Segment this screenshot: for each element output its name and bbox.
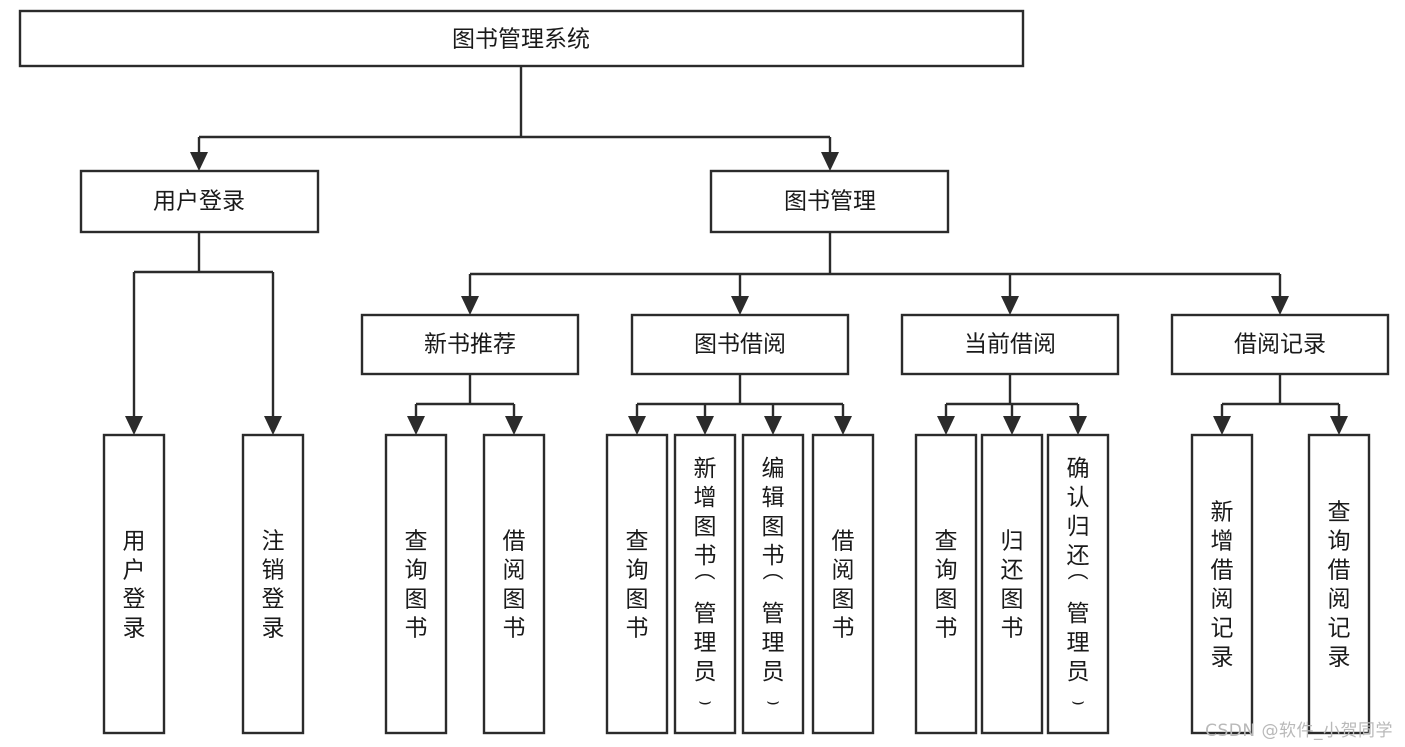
arrow-head-book-borrow <box>731 296 749 315</box>
node-leaf-rec-query-box[interactable] <box>384 433 448 735</box>
node-leaf-rec-add-label: 新增借阅记录 <box>1211 500 1234 671</box>
arrow-head-leaf-rec-search <box>1330 416 1348 435</box>
node-leaf-borrow-add-label: 新增图书⌒管理员⌣ <box>694 456 717 713</box>
node-leaf-rec-borrow-label: 借阅图书 <box>503 529 526 642</box>
node-leaf-cur-return-box[interactable] <box>980 433 1044 735</box>
node-user-login-label: 用户登录 <box>153 189 245 215</box>
node-leaf-rec-search-label: 查询借阅记录 <box>1328 500 1351 671</box>
node-leaf-user-login-label: 用户登录 <box>123 529 146 642</box>
node-book-borrow-box[interactable] <box>630 313 850 376</box>
node-leaf-borrow-edit-label: 编辑图书⌒管理员⌣ <box>762 456 785 713</box>
arrow-head-leaf-rec-add <box>1213 416 1231 435</box>
arrow-head-leaf-borrow-query <box>628 416 646 435</box>
arrow-head-leaf-user-logout <box>264 416 282 435</box>
node-book-manage-box[interactable] <box>709 169 950 234</box>
node-user-login[interactable]: 用户登录 <box>79 169 320 234</box>
node-leaf-cur-confirm-label: 确认归还⌒管理员⌣ <box>1067 456 1090 713</box>
node-user-login-box[interactable] <box>79 169 320 234</box>
arrow-head-leaf-user-login <box>125 416 143 435</box>
node-leaf-cur-query[interactable]: 查询图书 <box>914 433 978 735</box>
node-leaf-user-logout-box[interactable] <box>241 433 305 735</box>
node-leaf-borrow-add-box[interactable] <box>673 433 737 735</box>
node-leaf-rec-borrow[interactable]: 借阅图书 <box>482 433 546 735</box>
arrow-head-new-book-rec <box>461 296 479 315</box>
arrow-head-leaf-borrow-add <box>696 416 714 435</box>
arrow-head-borrow-record <box>1271 296 1289 315</box>
node-leaf-cur-query-label: 查询图书 <box>935 529 958 642</box>
node-leaf-cur-confirm[interactable]: 确认归还⌒管理员⌣ <box>1046 433 1110 735</box>
node-leaf-user-logout-label: 注销登录 <box>262 529 285 642</box>
node-leaf-rec-search-box[interactable] <box>1307 433 1371 735</box>
node-borrow-record-label: 借阅记录 <box>1234 332 1326 358</box>
node-leaf-rec-add[interactable]: 新增借阅记录 <box>1190 433 1254 735</box>
node-borrow-record[interactable]: 借阅记录 <box>1170 313 1390 376</box>
arrow-head-user-login <box>190 152 208 171</box>
node-leaf-borrow-borrow-label: 借阅图书 <box>832 529 855 642</box>
node-leaf-cur-confirm-box[interactable] <box>1046 433 1110 735</box>
node-leaf-rec-borrow-box[interactable] <box>482 433 546 735</box>
node-leaf-cur-query-box[interactable] <box>914 433 978 735</box>
arrow-head-leaf-borrow-edit <box>764 416 782 435</box>
node-leaf-borrow-borrow-box[interactable] <box>811 433 875 735</box>
arrow-head-leaf-borrow-borrow <box>834 416 852 435</box>
node-root[interactable]: 图书管理系统 <box>18 9 1025 68</box>
node-leaf-cur-return[interactable]: 归还图书 <box>980 433 1044 735</box>
arrow-head-book-manage <box>821 152 839 171</box>
arrow-head-current-borrow <box>1001 296 1019 315</box>
node-new-book-rec-box[interactable] <box>360 313 580 376</box>
arrow-head-leaf-cur-confirm <box>1069 416 1087 435</box>
connector-layer <box>125 66 1348 435</box>
node-root-label: 图书管理系统 <box>452 27 590 53</box>
node-book-borrow[interactable]: 图书借阅 <box>630 313 850 376</box>
node-leaf-user-logout[interactable]: 注销登录 <box>241 433 305 735</box>
node-leaf-user-login[interactable]: 用户登录 <box>102 433 166 735</box>
node-leaf-borrow-add[interactable]: 新增图书⌒管理员⌣ <box>673 433 737 735</box>
node-leaf-cur-return-label: 归还图书 <box>1001 529 1024 642</box>
arrow-head-leaf-cur-query <box>937 416 955 435</box>
node-leaf-rec-add-box[interactable] <box>1190 433 1254 735</box>
node-book-manage-label: 图书管理 <box>784 189 876 215</box>
node-leaf-borrow-query[interactable]: 查询图书 <box>605 433 669 735</box>
node-book-borrow-label: 图书借阅 <box>694 332 786 358</box>
node-leaf-rec-query-label: 查询图书 <box>405 529 428 642</box>
node-new-book-rec[interactable]: 新书推荐 <box>360 313 580 376</box>
node-current-borrow[interactable]: 当前借阅 <box>900 313 1120 376</box>
arrow-head-leaf-rec-query <box>407 416 425 435</box>
node-borrow-record-box[interactable] <box>1170 313 1390 376</box>
arrow-head-leaf-cur-return <box>1003 416 1021 435</box>
node-leaf-borrow-query-label: 查询图书 <box>626 529 649 642</box>
node-leaf-borrow-query-box[interactable] <box>605 433 669 735</box>
node-current-borrow-box[interactable] <box>900 313 1120 376</box>
node-leaf-user-login-box[interactable] <box>102 433 166 735</box>
node-leaf-borrow-borrow[interactable]: 借阅图书 <box>811 433 875 735</box>
node-book-manage[interactable]: 图书管理 <box>709 169 950 234</box>
node-new-book-rec-label: 新书推荐 <box>424 332 516 358</box>
node-leaf-borrow-edit[interactable]: 编辑图书⌒管理员⌣ <box>741 433 805 735</box>
node-leaf-rec-search[interactable]: 查询借阅记录 <box>1307 433 1371 735</box>
node-root-box[interactable] <box>18 9 1025 68</box>
node-current-borrow-label: 当前借阅 <box>964 332 1056 358</box>
node-leaf-rec-query[interactable]: 查询图书 <box>384 433 448 735</box>
arrow-head-leaf-rec-borrow <box>505 416 523 435</box>
node-leaf-borrow-edit-box[interactable] <box>741 433 805 735</box>
